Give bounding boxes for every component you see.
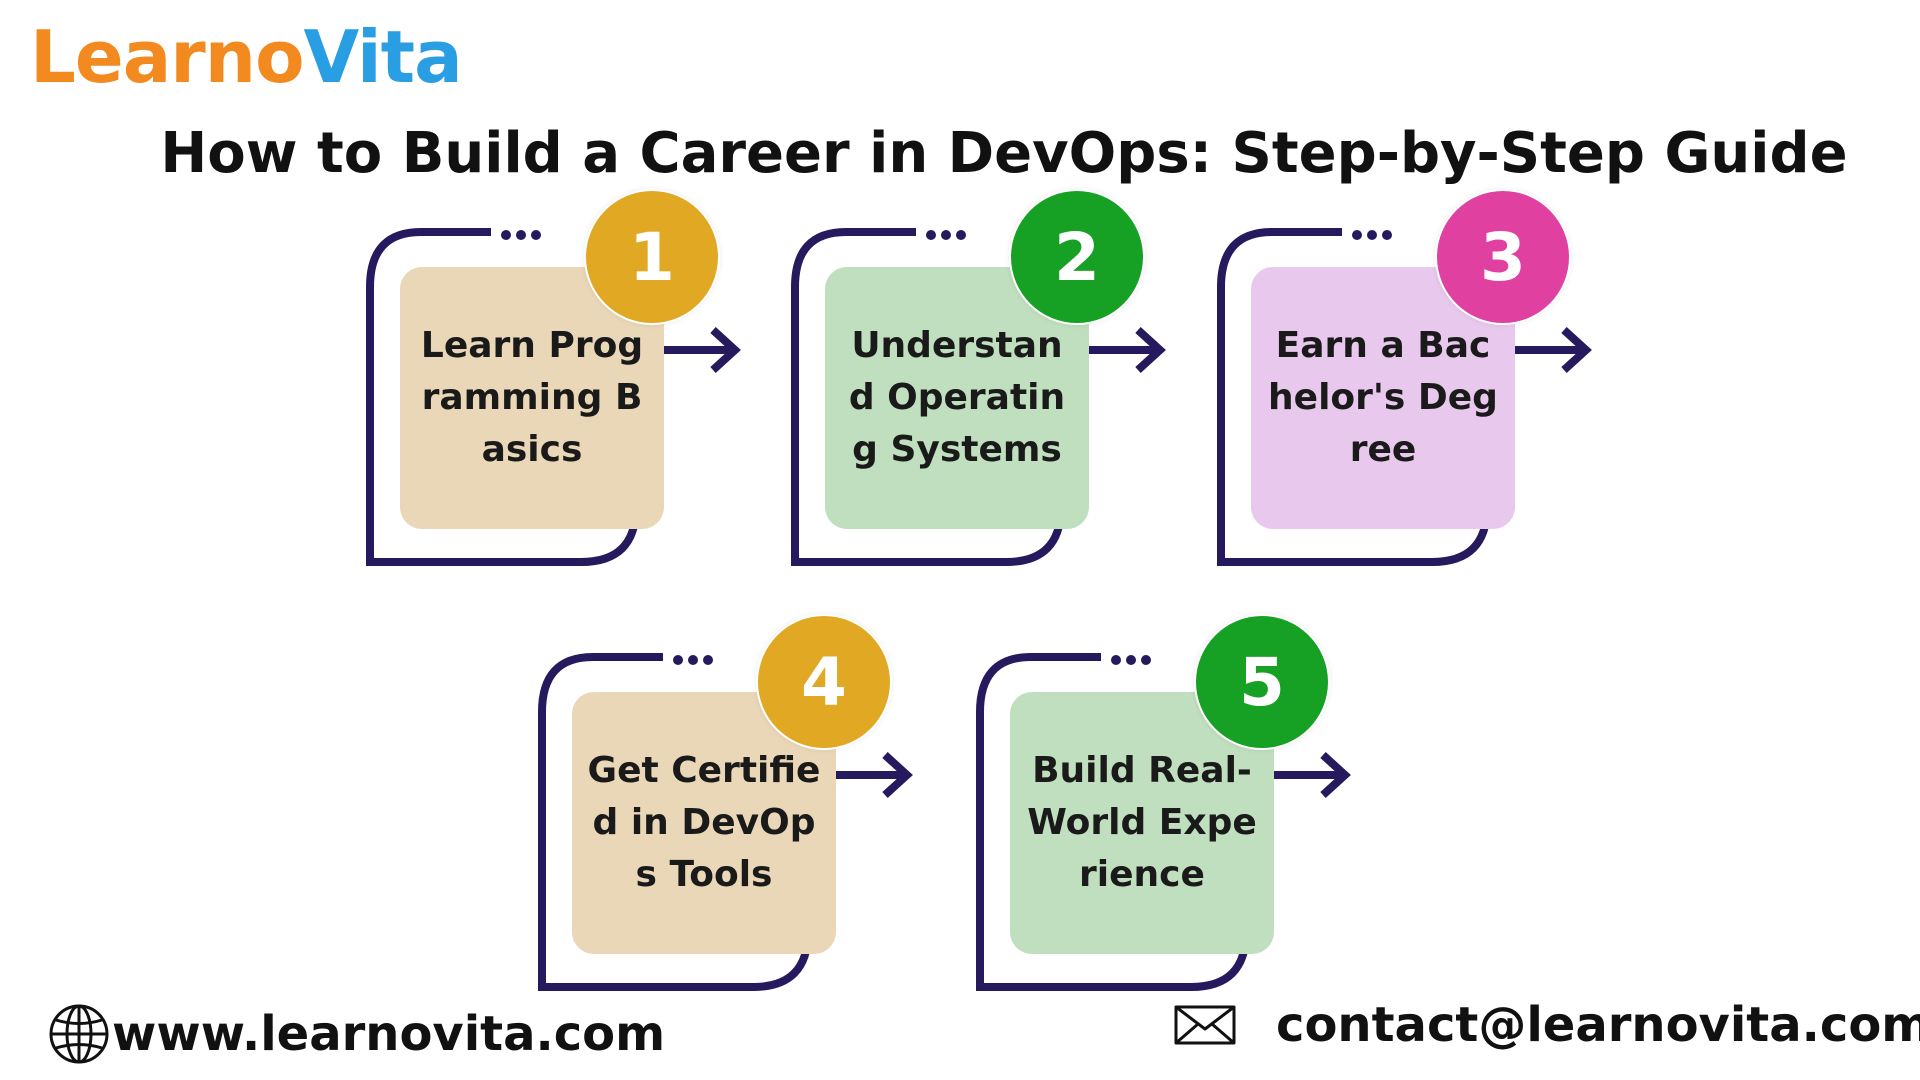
step-4-label: Get Certified in DevOps Tools: [587, 750, 821, 895]
step-3-card: Earn a Bachelor's Degree: [1251, 267, 1515, 529]
step-5: Build Real-World Experience 5: [976, 614, 1376, 1017]
step-5-number: 5: [1196, 616, 1328, 748]
brand-logo-part2: Vita: [303, 15, 463, 99]
website-link[interactable]: www.learnovita.com: [112, 1006, 666, 1062]
step-1-card: Learn Programming Basics: [400, 267, 664, 529]
step-3-badge: 3: [1435, 189, 1571, 325]
step-3-number: 3: [1437, 191, 1569, 323]
step-2-card: Understand Operating Systems: [825, 267, 1089, 529]
step-1-badge: 1: [584, 189, 720, 325]
step-2: Understand Operating Systems 2: [791, 189, 1191, 592]
step-5-card: Build Real-World Experience: [1010, 692, 1274, 954]
step-1-label: Learn Programming Basics: [420, 325, 644, 470]
step-5-label: Build Real-World Experience: [1027, 750, 1257, 895]
step-1-number: 1: [586, 191, 718, 323]
step-1: Learn Programming Basics 1: [366, 189, 766, 592]
step-4-badge: 4: [756, 614, 892, 750]
envelope-icon: [1174, 1005, 1236, 1045]
step-4: Get Certified in DevOps Tools 4: [538, 614, 938, 1017]
footer-email[interactable]: contact@learnovita.com: [1174, 997, 1920, 1053]
step-2-badge: 2: [1009, 189, 1145, 325]
step-2-label: Understand Operating Systems: [848, 325, 1066, 470]
brand-logo-part1: Learno: [30, 15, 305, 99]
page-title: How to Build a Career in DevOps: Step-by…: [160, 121, 1848, 186]
step-3-label: Earn a Bachelor's Degree: [1268, 325, 1498, 470]
footer-website[interactable]: www.learnovita.com: [48, 1003, 665, 1065]
step-2-number: 2: [1011, 191, 1143, 323]
step-5-badge: 5: [1194, 614, 1330, 750]
step-3: Earn a Bachelor's Degree 3: [1217, 189, 1617, 592]
globe-icon: [49, 1004, 109, 1064]
step-4-number: 4: [758, 616, 890, 748]
brand-logo: LearnoVita: [30, 15, 463, 99]
email-link[interactable]: contact@learnovita.com: [1276, 997, 1920, 1053]
